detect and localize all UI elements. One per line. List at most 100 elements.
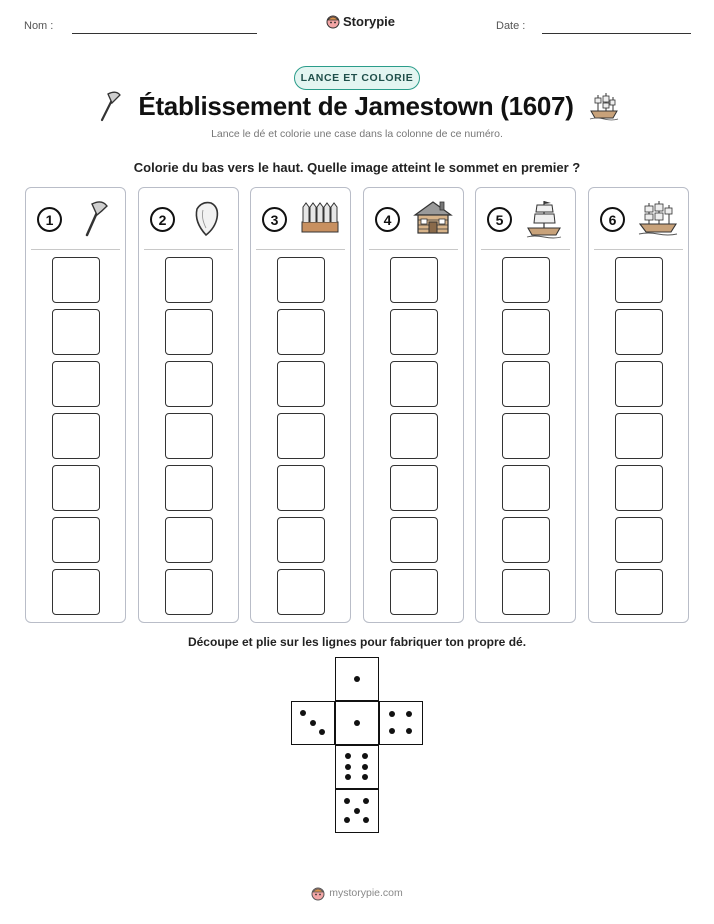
die-pip — [353, 675, 360, 682]
color-cell[interactable] — [52, 569, 100, 615]
column-divider — [481, 249, 570, 250]
color-cell[interactable] — [165, 413, 213, 459]
die-pip — [344, 798, 351, 805]
color-cell[interactable] — [277, 309, 325, 355]
color-cell[interactable] — [165, 309, 213, 355]
color-cell[interactable] — [390, 309, 438, 355]
color-cell[interactable] — [390, 465, 438, 511]
color-cell[interactable] — [165, 361, 213, 407]
column-number: 2 — [150, 207, 175, 232]
color-cell[interactable] — [52, 361, 100, 407]
column-2: 2 — [138, 187, 239, 623]
color-cell[interactable] — [277, 569, 325, 615]
column-divider — [256, 249, 345, 250]
color-cell[interactable] — [277, 413, 325, 459]
color-cell[interactable] — [502, 361, 550, 407]
column-number: 6 — [600, 207, 625, 232]
die-pip — [405, 711, 412, 718]
color-cell[interactable] — [390, 569, 438, 615]
color-cell[interactable] — [165, 257, 213, 303]
color-cell[interactable] — [52, 257, 100, 303]
die-pip — [353, 807, 360, 814]
column-4: 4 — [363, 187, 464, 623]
logo-text: Storypie — [343, 13, 396, 29]
axe-icon — [101, 91, 122, 122]
subtitle: Lance le dé et colorie une case dans la … — [211, 128, 503, 140]
title-row: Établissement de Jamestown (1607) — [0, 90, 714, 122]
die-pip — [362, 816, 369, 823]
die-face — [335, 657, 379, 701]
column-divider — [31, 249, 120, 250]
die-pip — [300, 710, 307, 717]
color-cell[interactable] — [502, 517, 550, 563]
die-pip — [309, 719, 316, 726]
color-cell[interactable] — [165, 569, 213, 615]
color-cell[interactable] — [277, 361, 325, 407]
color-cell[interactable] — [277, 517, 325, 563]
color-cell[interactable] — [390, 517, 438, 563]
die-pip — [344, 816, 351, 823]
die-face — [335, 745, 379, 789]
die-pip — [389, 711, 396, 718]
color-cell[interactable] — [615, 413, 663, 459]
die-face — [335, 789, 379, 833]
column-1: 1 — [25, 187, 126, 623]
sailboat-icon — [526, 201, 562, 239]
color-cell[interactable] — [165, 465, 213, 511]
color-cell[interactable] — [502, 569, 550, 615]
column-6: 6 — [588, 187, 689, 623]
die-pip — [318, 728, 325, 735]
color-cell[interactable] — [52, 517, 100, 563]
axe-icon — [85, 201, 108, 237]
column-number: 5 — [487, 207, 512, 232]
color-cell[interactable] — [52, 309, 100, 355]
column-5: 5 — [475, 187, 576, 623]
die-pip — [345, 763, 352, 770]
die-pip — [361, 774, 368, 781]
color-cell[interactable] — [390, 361, 438, 407]
color-cell[interactable] — [502, 257, 550, 303]
color-cell[interactable] — [615, 257, 663, 303]
color-cell[interactable] — [615, 361, 663, 407]
date-line — [542, 33, 691, 34]
color-cell[interactable] — [615, 569, 663, 615]
date-label: Date : — [496, 20, 526, 32]
footer: mystorypie.com — [0, 885, 714, 901]
die-pip — [345, 752, 352, 759]
color-cell[interactable] — [502, 465, 550, 511]
color-cell[interactable] — [165, 517, 213, 563]
die-pip — [405, 727, 412, 734]
color-cell[interactable] — [615, 465, 663, 511]
pie-mascot-icon — [311, 887, 325, 901]
color-cell[interactable] — [502, 309, 550, 355]
color-cell[interactable] — [615, 309, 663, 355]
footer-url: mystorypie.com — [329, 887, 403, 899]
color-cell[interactable] — [615, 517, 663, 563]
die-pip — [361, 763, 368, 770]
die-face — [291, 701, 335, 745]
die-face — [379, 701, 423, 745]
cut-instruction: Découpe et plie sur les lignes pour fabr… — [187, 635, 527, 649]
column-3: 3 — [250, 187, 351, 623]
die-pip — [389, 727, 396, 734]
instruction: Colorie du bas vers le haut. Quelle imag… — [133, 160, 581, 175]
column-number: 4 — [375, 207, 400, 232]
color-cell[interactable] — [390, 257, 438, 303]
page-title: Établissement de Jamestown (1607) — [138, 90, 574, 121]
name-line — [72, 33, 257, 34]
die-pip — [353, 719, 360, 726]
color-cell[interactable] — [277, 257, 325, 303]
color-cell[interactable] — [52, 413, 100, 459]
column-divider — [594, 249, 683, 250]
column-divider — [144, 249, 233, 250]
tall-ship-icon — [589, 93, 618, 121]
color-cell[interactable] — [52, 465, 100, 511]
die-face — [335, 701, 379, 745]
die-pip — [362, 798, 369, 805]
column-number: 1 — [37, 207, 62, 232]
arrowhead-icon — [195, 201, 219, 237]
color-cell[interactable] — [390, 413, 438, 459]
color-cell[interactable] — [277, 465, 325, 511]
die-pip — [345, 774, 352, 781]
color-cell[interactable] — [502, 413, 550, 459]
